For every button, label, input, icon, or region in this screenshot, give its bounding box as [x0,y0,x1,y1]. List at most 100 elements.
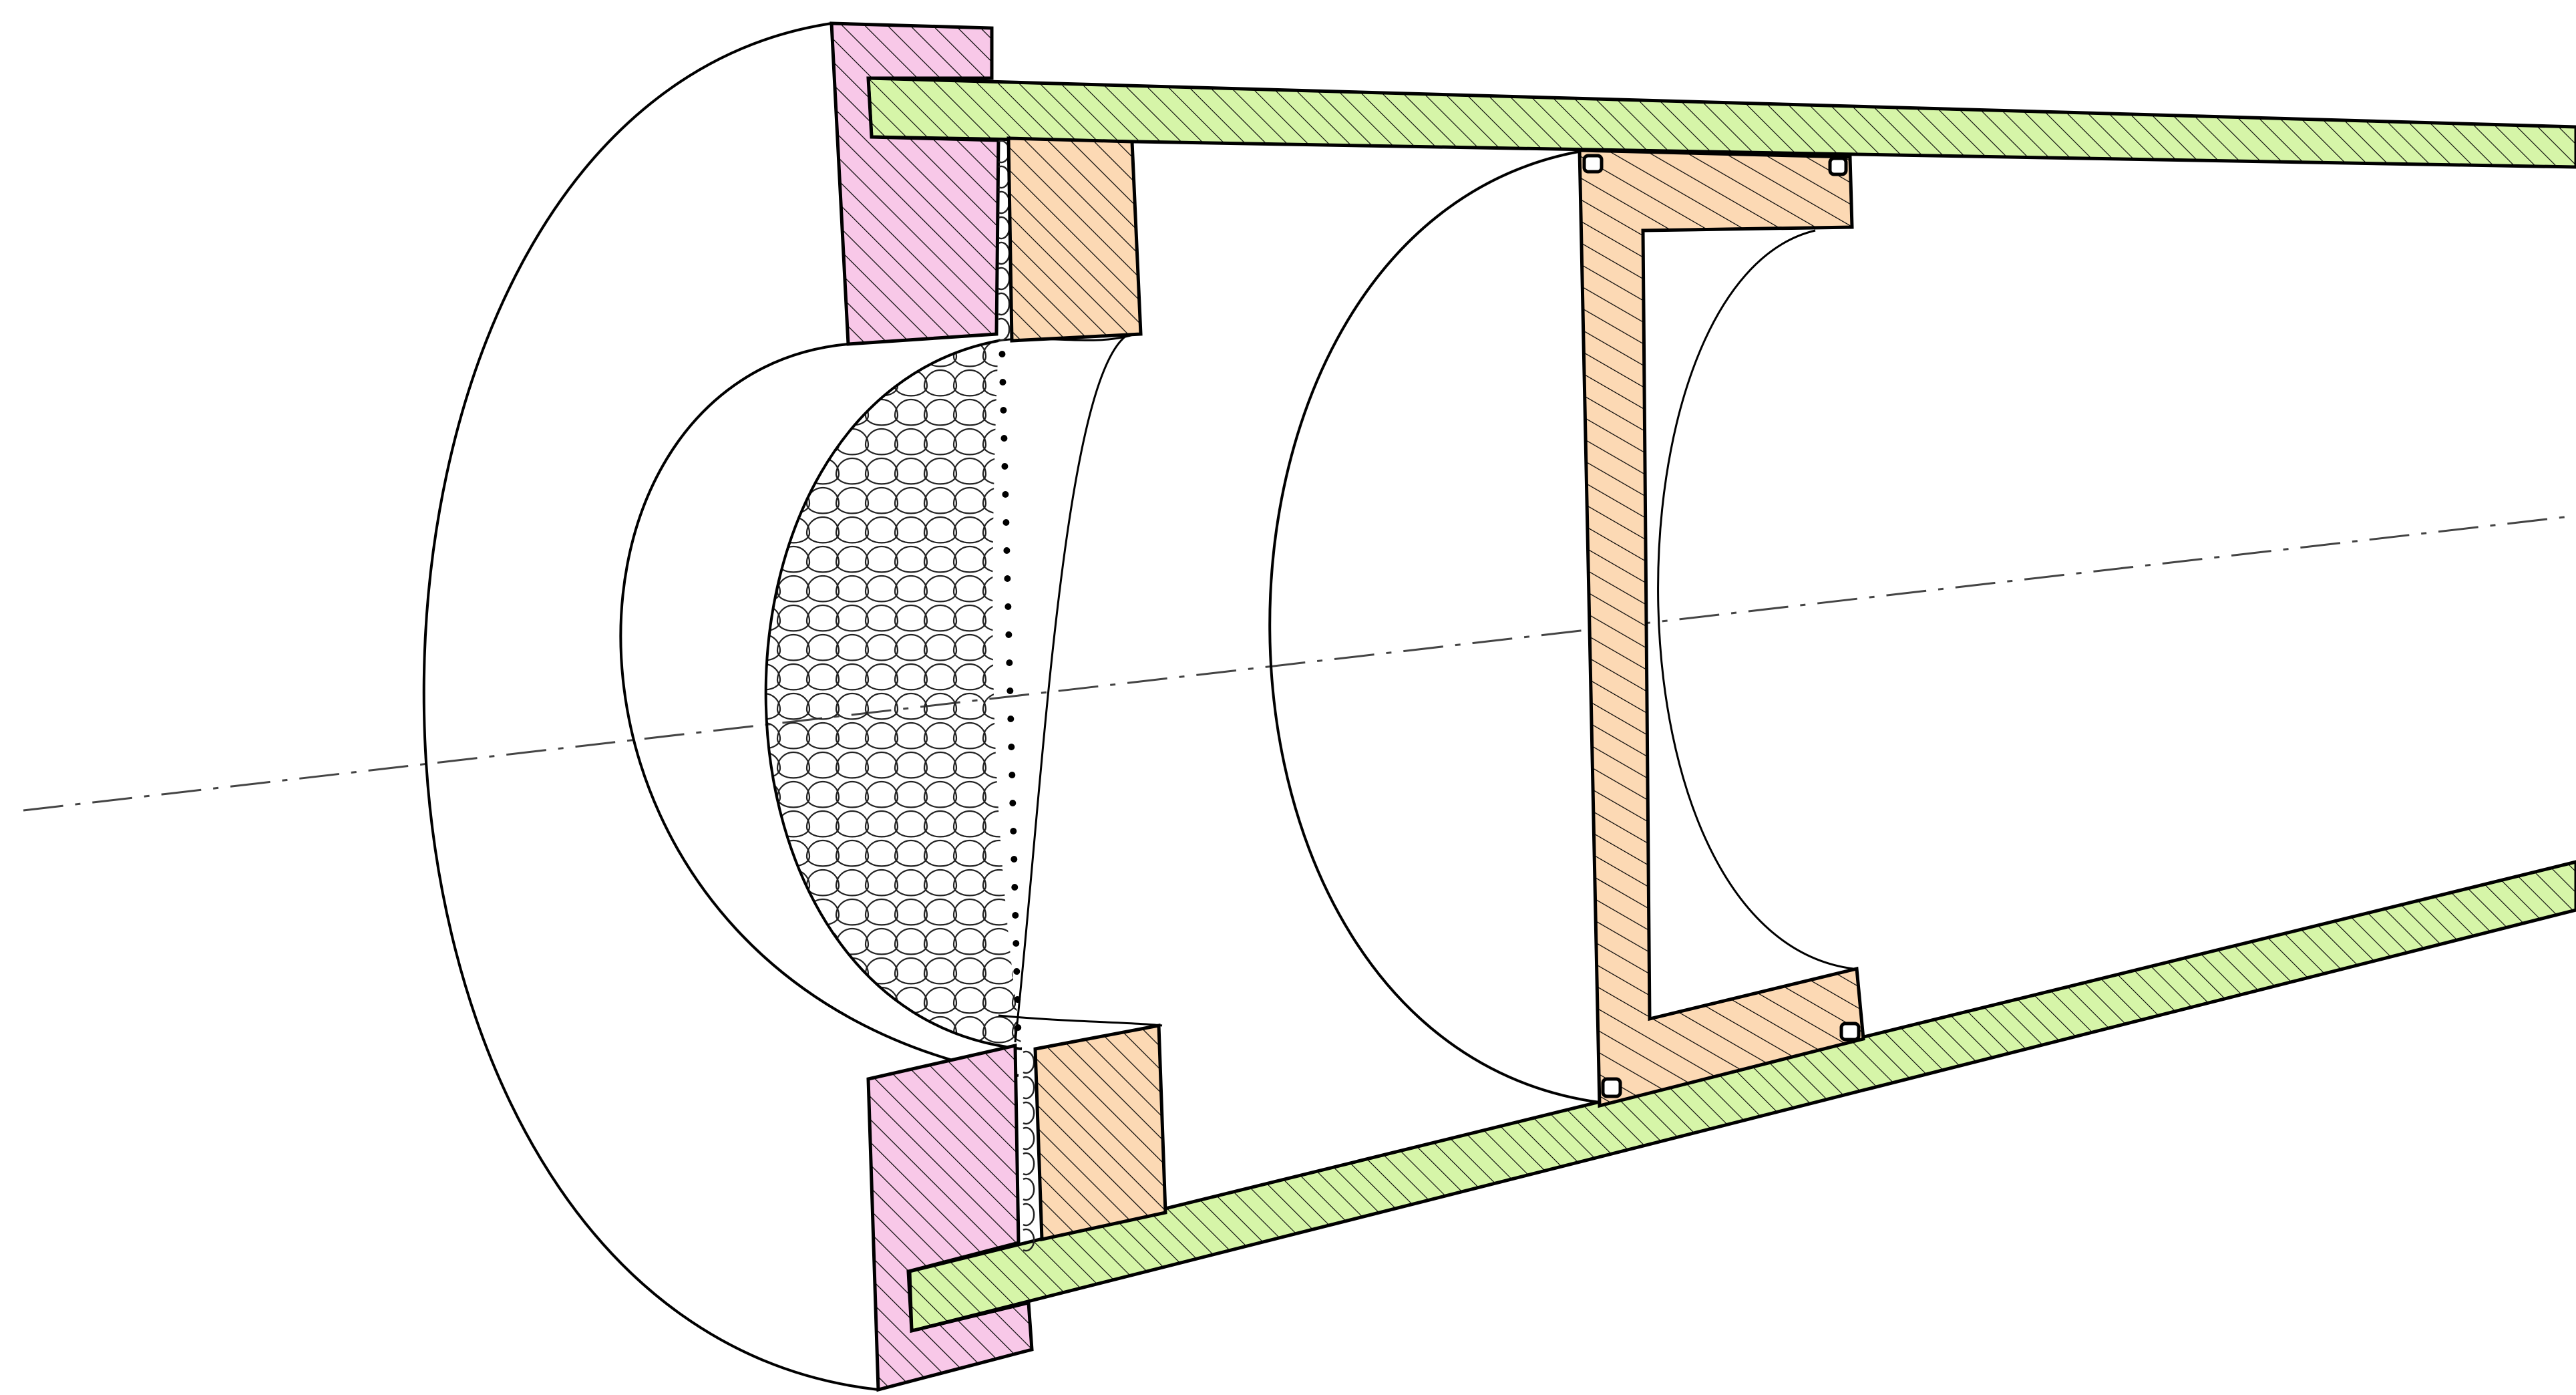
coil-loop [765,986,781,1014]
coil-end-dot [1014,996,1021,1003]
ring-lower-arc [998,1014,1163,1027]
coil-loop [805,692,840,720]
coil-loop [864,898,899,926]
coil-loop [835,545,870,573]
coil-loop [923,722,958,750]
coil-strip-loop [1023,1126,1035,1150]
coil-end-dot [1013,968,1021,975]
outer-face-arc [422,22,879,1391]
coil-loop [923,604,958,632]
coil-strip-loop [998,216,1010,240]
coil-loop [923,486,958,514]
coil-loop [923,516,958,544]
coil-loop [776,341,811,367]
coil-loop [805,780,840,808]
coil-loop [864,692,899,720]
coil-loop [952,927,987,955]
coil-end-dot [1002,519,1010,526]
coil-strip-loop [1023,1076,1035,1100]
coil-loop [923,751,958,779]
coil-loop [719,987,751,1013]
coil-loop [776,575,811,603]
coil-loop [719,1046,751,1072]
coil-loop [835,575,870,603]
orange-bracket [1578,148,1865,1108]
coil-loop [864,341,899,367]
coil-loop [835,780,870,808]
coil-loop [982,398,1017,426]
coil-loop [835,692,870,720]
coil-loop [765,692,781,720]
coil-loop [835,986,870,1014]
coil-end-dot [1004,575,1011,582]
coil-loop [982,898,1017,926]
coil-loop [982,545,1017,573]
coil-end-dot [999,379,1006,385]
coil-loop [894,633,928,661]
coil-loop [805,810,840,838]
coil-loop [835,1045,870,1049]
coil-strip-loop [998,241,1010,265]
coil-loop [864,428,899,456]
coil-loop [835,486,870,514]
coil-end-dot [1008,772,1016,778]
coil-loop [765,633,781,661]
coil-loop [805,369,840,397]
coil-loop [894,545,928,573]
coil-loop [864,633,899,661]
coil-loop [765,898,781,926]
coil-loop [894,722,928,750]
coil-end-dot [1006,687,1014,694]
coil-loop [923,780,958,808]
coil-strip-loop [1023,1228,1035,1252]
coil-loop [923,839,958,867]
coil-loop [765,957,781,985]
coil-loop [1011,428,1022,456]
coil-loop [765,1045,781,1049]
coil-loop [952,839,987,867]
coil-loop [952,516,987,544]
coil-loop [719,1017,751,1042]
coil-end-dot [1001,463,1008,470]
coil-loop [719,341,751,366]
coil-loop [805,633,840,661]
coil-loop [835,663,870,691]
coil-loop [765,1016,781,1044]
coil-loop [835,604,870,632]
coil-loop [776,927,811,955]
coil-loop [719,782,751,807]
coil-loop [805,398,840,426]
coil-loop [923,398,958,426]
coil-loop [894,428,928,456]
coil-loop [982,957,1017,985]
coil-loop [719,458,751,484]
coil-loop [923,927,958,955]
coil-loop [952,957,987,985]
coil-strip-loop [998,292,1010,316]
coil-loop [765,839,781,867]
coil-loop [982,1016,1017,1044]
coil-loop [982,839,1017,867]
coil-loop [864,457,899,485]
coil-loop [894,663,928,691]
coil-loop [719,605,751,631]
coil-end-dot [1015,1024,1022,1031]
rear-bore-arc [1014,333,1129,1043]
coil-loop [835,839,870,867]
coil-loop [894,341,928,367]
coil-end-dot [1004,603,1012,610]
coil-end-dot [1013,940,1020,947]
coil-loop [894,927,928,955]
coil-loop [952,398,987,426]
coil-loop [776,1045,811,1049]
coil-loop [952,575,987,603]
coil-loop [952,604,987,632]
coil-strip-loop [1023,1152,1035,1176]
inner-bore-arc [619,343,1019,1077]
coil-loop [982,457,1017,485]
coil-loop [765,722,781,750]
coil-loop [894,398,928,426]
coil-loop [1011,692,1022,720]
coil-loop [776,722,811,750]
coil-loop [719,899,751,925]
